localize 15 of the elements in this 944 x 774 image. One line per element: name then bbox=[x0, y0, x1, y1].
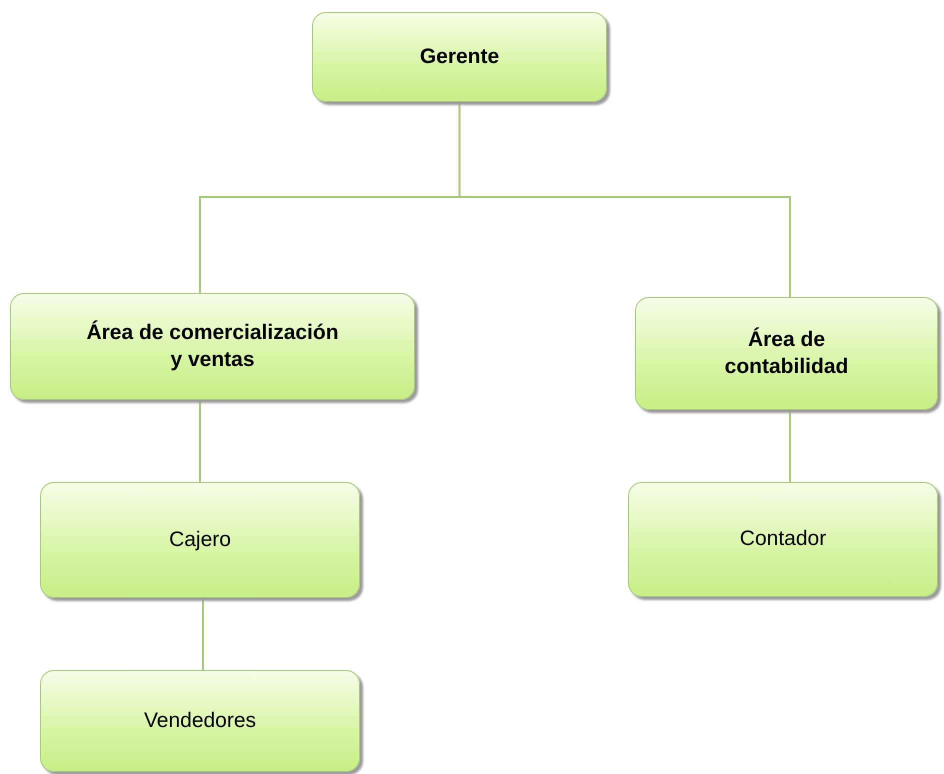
org-box bbox=[312, 12, 607, 102]
connector-line bbox=[789, 410, 791, 482]
org-box bbox=[635, 297, 938, 410]
connector-line bbox=[199, 400, 201, 482]
role-label: Cajero bbox=[169, 526, 231, 553]
org-box bbox=[40, 670, 360, 772]
role-label: Área de comercialización y ventas bbox=[85, 320, 340, 372]
org-box bbox=[10, 293, 415, 400]
org-box bbox=[40, 482, 360, 598]
role-label: Área de contabilidad bbox=[724, 327, 850, 380]
org-box bbox=[628, 482, 938, 597]
role-label: Contador bbox=[740, 526, 826, 552]
role-label: Vendedores bbox=[144, 708, 256, 734]
role-label: Gerente bbox=[420, 44, 500, 70]
connector-line bbox=[202, 598, 204, 670]
